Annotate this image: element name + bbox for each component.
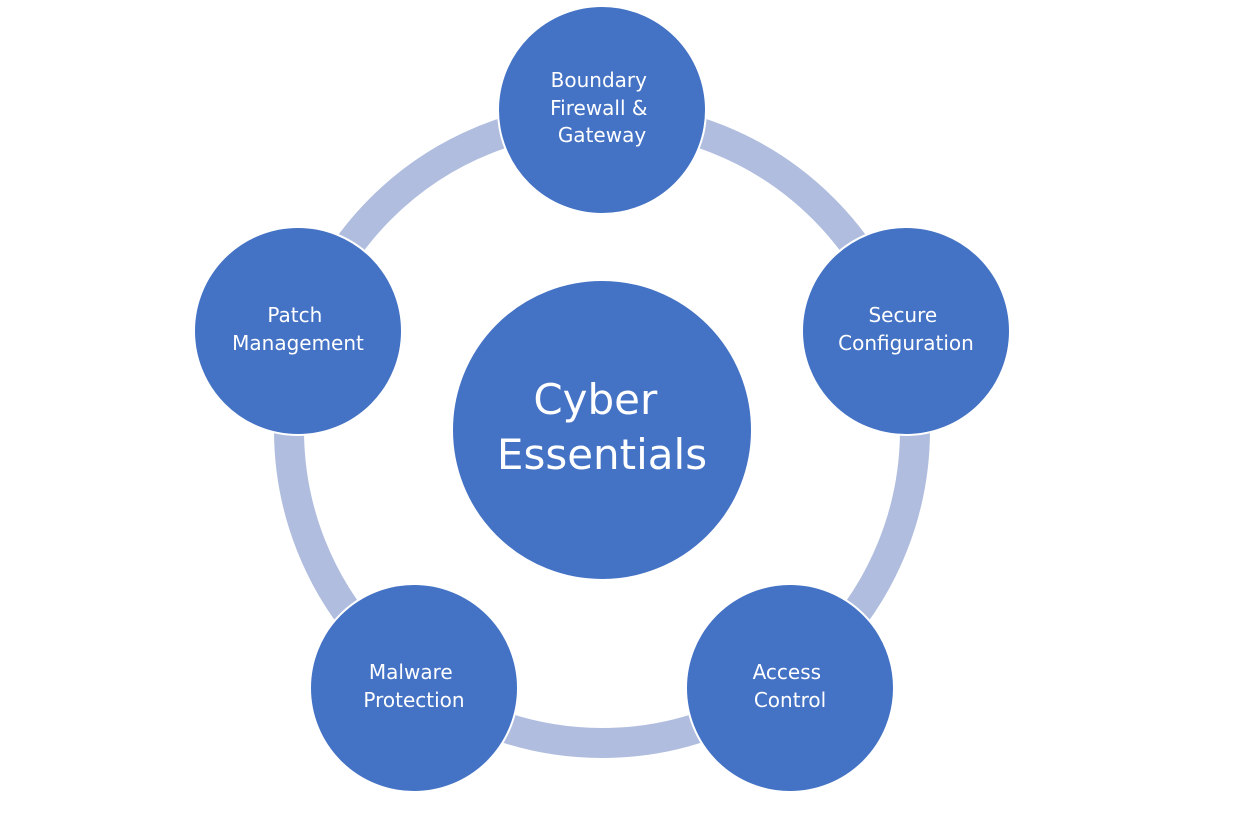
node-access-control-line-1: Access: [753, 660, 821, 684]
node-boundary-firewall-gateway-circle: [497, 5, 707, 215]
svg-text:Malware Protection: Malware Protection: [363, 660, 464, 712]
center-node-circle: [451, 279, 753, 581]
center-label-line-2: Essentials: [497, 430, 707, 479]
node-secure-configuration-line-1: Secure: [868, 303, 937, 327]
node-malware-protection-line-2: Protection: [363, 688, 464, 712]
node-boundary-firewall-gateway: Boundary Firewall & Gateway: [497, 5, 707, 215]
node-patch-management-line-1: Patch: [267, 303, 322, 327]
node-malware-protection-line-1: Malware: [369, 660, 453, 684]
node-malware-protection-circle: [309, 583, 519, 793]
node-boundary-firewall-gateway-line-1: Boundary: [551, 68, 647, 92]
node-boundary-firewall-gateway-line-2: Firewall &: [550, 96, 647, 120]
node-access-control-line-2: Control: [754, 688, 826, 712]
svg-text:Access Control: Access Control: [753, 660, 828, 712]
node-malware-protection: Malware Protection: [309, 583, 519, 793]
svg-text:Boundary Firewall &: Boundary Firewall & Gateway: [550, 68, 654, 147]
center-label-line-1: Cyber: [533, 375, 658, 424]
node-secure-configuration-line-2: Configuration: [838, 331, 974, 355]
node-patch-management-line-2: Management: [232, 331, 364, 355]
svg-text:Patch Management: Patch Management: [232, 303, 364, 355]
center-node: Cyber Essentials: [451, 279, 753, 581]
node-secure-configuration-circle: [801, 226, 1011, 436]
svg-text:Cyber Essentials: Cyber Essentials: [497, 375, 707, 479]
node-patch-management-circle: [193, 226, 403, 436]
svg-text:Secure Configuration: Secure Configuration: [838, 303, 974, 355]
node-access-control-circle: [685, 583, 895, 793]
node-patch-management: Patch Management: [193, 226, 403, 436]
node-boundary-firewall-gateway-line-3: Gateway: [558, 123, 647, 147]
node-access-control: Access Control: [685, 583, 895, 793]
node-secure-configuration: Secure Configuration: [801, 226, 1011, 436]
